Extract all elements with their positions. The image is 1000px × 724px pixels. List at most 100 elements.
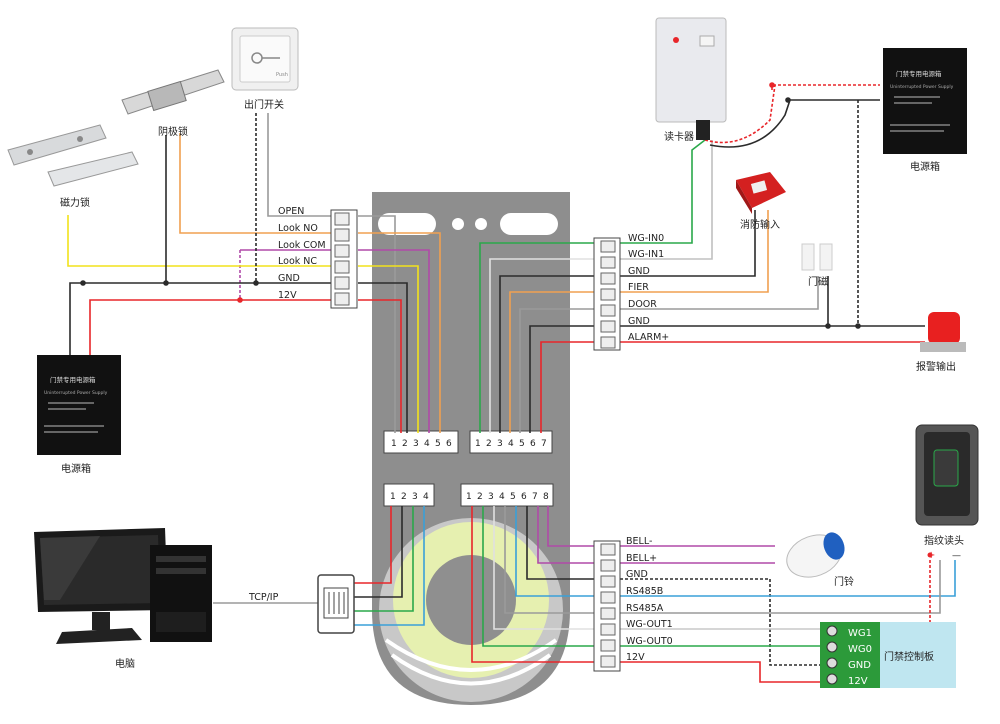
terminal-label-12v: 12V bbox=[278, 290, 297, 301]
doorbell-icon bbox=[786, 532, 845, 578]
connector-d-pin: 1 bbox=[466, 492, 472, 502]
connector-b-pin: 7 bbox=[541, 439, 547, 449]
connector-a-pin: 6 bbox=[446, 439, 452, 449]
connector-d-pin: 3 bbox=[488, 492, 494, 502]
connector-d: 1 2 3 4 5 6 7 8 bbox=[460, 483, 554, 507]
connector-b-pin: 5 bbox=[519, 439, 525, 449]
terminal-label-gnd: GND bbox=[628, 266, 650, 277]
terminal-label-rs485a: RS485A bbox=[626, 603, 664, 614]
terminal-label-open: OPEN bbox=[278, 206, 304, 217]
fingerprint-plus: + bbox=[927, 550, 935, 561]
exit-button-icon: Push bbox=[231, 27, 299, 91]
power-box-left-icon: 门禁专用电源箱 Uninterrupted Power Supply bbox=[37, 355, 121, 455]
door-sensor-icon bbox=[801, 243, 833, 271]
connector-b-pin: 6 bbox=[530, 439, 536, 449]
connector-b: 1 2 3 4 5 6 7 bbox=[469, 430, 553, 454]
terminal-label-wg-in0: WG-IN0 bbox=[628, 233, 664, 244]
connector-a: 1 2 3 4 5 6 bbox=[383, 430, 459, 454]
connector-c-pin: 4 bbox=[423, 492, 429, 502]
alarm-light-icon bbox=[920, 312, 966, 352]
connector-d-pin: 6 bbox=[521, 492, 527, 502]
network-wires bbox=[213, 506, 425, 626]
power-box-top-icon: 门禁专用电源箱 Uninterrupted Power Supply bbox=[883, 48, 967, 154]
doorbell-label: 门铃 bbox=[834, 575, 854, 588]
power-box-top-label: 电源箱 bbox=[910, 160, 940, 173]
right-top-terminal-labels: WG-IN0 WG-IN1 GND FIER DOOR GND ALARM+ bbox=[628, 233, 669, 343]
exit-button-label: 出门开关 bbox=[244, 98, 284, 111]
door-sensor-label: 门磁 bbox=[808, 275, 828, 288]
connector-a-pin: 5 bbox=[435, 439, 441, 449]
connector-a-pin: 4 bbox=[424, 439, 430, 449]
connector-c-pin: 2 bbox=[401, 492, 407, 502]
access-board-pin-12v: 12V bbox=[848, 676, 868, 687]
terminal-label-fier: FIER bbox=[628, 282, 649, 293]
right-bottom-wires bbox=[471, 506, 956, 683]
terminal-label-gnd: GND bbox=[628, 316, 650, 327]
connector-a-pin: 1 bbox=[391, 439, 397, 449]
access-board-pin-wg0: WG0 bbox=[848, 644, 872, 655]
terminal-label-look-nc: Look NC bbox=[278, 256, 317, 267]
right-top-wires bbox=[479, 82, 925, 433]
terminal-label-bell-minus: BELL- bbox=[626, 536, 652, 547]
terminal-label-wg-out1: WG-OUT1 bbox=[626, 619, 673, 630]
connector-a-pin: 2 bbox=[402, 439, 408, 449]
strike-lock-label: 阴极锁 bbox=[158, 125, 188, 138]
tcpip-label: TCP/IP bbox=[248, 592, 279, 603]
fingerprint-reader-label: 指纹读头 bbox=[924, 534, 964, 547]
fire-alarm-icon bbox=[736, 172, 786, 214]
magnetic-lock-icon bbox=[7, 124, 139, 187]
terminal-label-door: DOOR bbox=[628, 299, 657, 310]
access-board-pin-gnd: GND bbox=[848, 660, 871, 671]
connector-d-pin: 5 bbox=[510, 492, 516, 502]
terminal-label-wg-in1: WG-IN1 bbox=[628, 249, 664, 260]
connector-a-pin: 3 bbox=[413, 439, 419, 449]
power-box-top-subtitle: Uninterrupted Power Supply bbox=[890, 84, 954, 90]
connector-c: 1 2 3 4 bbox=[383, 483, 435, 507]
power-box-left-title: 门禁专用电源箱 bbox=[50, 375, 96, 384]
connector-d-pin: 2 bbox=[477, 492, 483, 502]
connector-d-pin: 8 bbox=[543, 492, 549, 502]
connector-c-pin: 1 bbox=[390, 492, 396, 502]
terminal-label-rs485b: RS485B bbox=[626, 586, 663, 597]
terminal-label-gnd: GND bbox=[626, 569, 648, 580]
access-board-pin-wg1: WG1 bbox=[848, 628, 872, 639]
card-reader-label: 读卡器 bbox=[664, 130, 694, 143]
terminal-label-look-com: Look COM bbox=[278, 240, 326, 251]
connector-b-pin: 2 bbox=[486, 439, 492, 449]
exit-button-text: Push bbox=[276, 72, 288, 78]
connector-d-pin: 4 bbox=[499, 492, 505, 502]
right-bottom-terminal-block bbox=[593, 540, 621, 672]
fingerprint-reader-icon bbox=[915, 424, 979, 526]
right-top-terminal-block bbox=[593, 237, 621, 351]
connector-b-pin: 3 bbox=[497, 439, 503, 449]
fire-input-label: 消防输入 bbox=[740, 218, 780, 231]
terminal-label-12v: 12V bbox=[626, 652, 645, 663]
connector-c-pin: 3 bbox=[412, 492, 418, 502]
left-terminal-block bbox=[330, 209, 358, 309]
left-wires bbox=[67, 113, 441, 433]
power-box-left-label: 电源箱 bbox=[61, 462, 91, 475]
rj45-port-icon bbox=[317, 574, 355, 634]
terminal-label-bell-plus: BELL+ bbox=[626, 553, 657, 564]
power-box-top-title: 门禁专用电源箱 bbox=[896, 69, 942, 78]
connector-b-pin: 4 bbox=[508, 439, 514, 449]
connector-b-pin: 1 bbox=[475, 439, 481, 449]
computer-icon bbox=[34, 528, 212, 644]
access-board-label: 门禁控制板 bbox=[884, 650, 934, 663]
computer-label: 电脑 bbox=[115, 657, 135, 670]
access-board: WG1 WG0 GND 12V 门禁控制板 bbox=[820, 622, 956, 688]
terminal-label-wg-out0: WG-OUT0 bbox=[626, 636, 673, 647]
terminal-label-alarm: ALARM+ bbox=[628, 332, 669, 343]
connector-d-pin: 7 bbox=[532, 492, 538, 502]
left-terminal-labels: OPEN Look NO Look COM Look NC GND 12V bbox=[278, 206, 326, 301]
power-box-left-subtitle: Uninterrupted Power Supply bbox=[44, 390, 108, 396]
terminal-label-look-no: Look NO bbox=[278, 223, 318, 234]
terminal-label-gnd: GND bbox=[278, 273, 300, 284]
strike-lock-icon bbox=[121, 69, 225, 115]
magnetic-lock-label: 磁力锁 bbox=[60, 196, 90, 209]
fingerprint-minus: — bbox=[952, 551, 961, 561]
right-bottom-terminal-labels: BELL- BELL+ GND RS485B RS485A WG-OUT1 WG… bbox=[626, 536, 673, 663]
card-reader-icon bbox=[655, 17, 727, 140]
